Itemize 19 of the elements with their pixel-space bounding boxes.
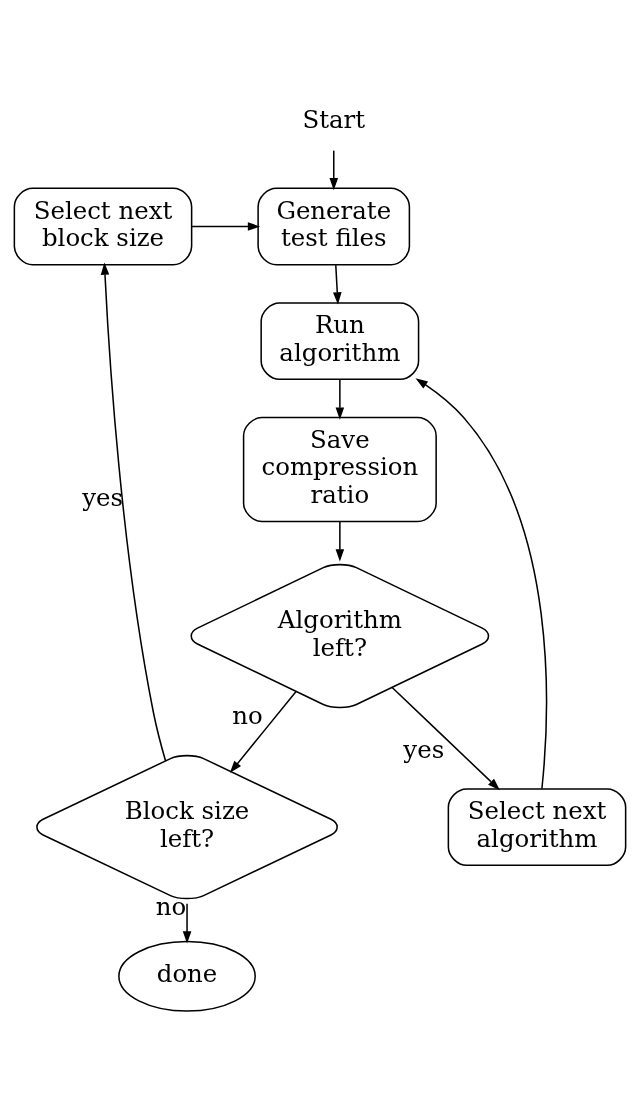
node-box: Save compression ratio: [242, 416, 437, 523]
node-box: Select next block size: [13, 187, 193, 266]
node-box: Select next algorithm: [447, 788, 627, 867]
arrow: [415, 378, 548, 790]
arrow: [335, 378, 345, 420]
arrow: [229, 690, 297, 773]
arrow: [329, 149, 339, 191]
node-text: Start: [302, 105, 366, 135]
node-box: Run algorithm: [260, 302, 420, 381]
arrow: [100, 262, 167, 762]
arrow: [182, 903, 192, 944]
arrow: [335, 521, 345, 562]
arrow: [191, 222, 261, 231]
arrow: [391, 686, 500, 791]
node-ellipse: done: [118, 940, 256, 1012]
edge-label: yes: [82, 483, 123, 513]
edge-label: yes: [403, 734, 445, 764]
node-box: Generate test files: [257, 187, 411, 266]
arrow: [333, 264, 342, 305]
